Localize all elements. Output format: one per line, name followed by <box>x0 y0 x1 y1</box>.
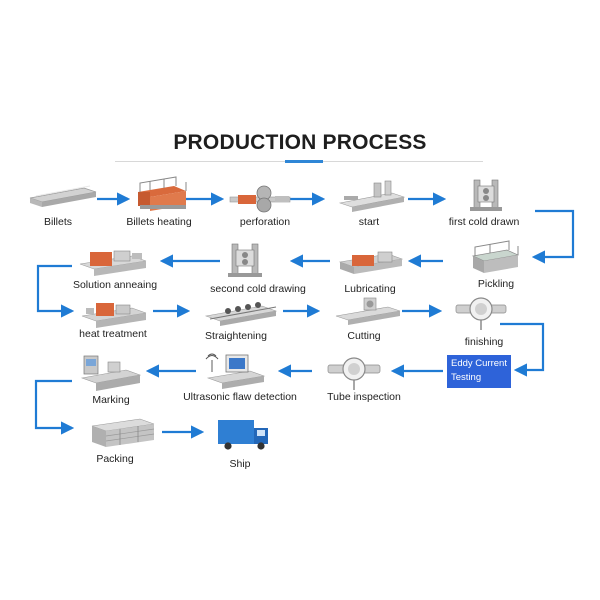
step-label-billets: Billets <box>43 216 73 228</box>
page-title: PRODUCTION PROCESS <box>173 131 427 154</box>
pipe-fitting-icon <box>327 357 381 390</box>
title-accent-bar <box>285 160 323 163</box>
pickling-tank-icon <box>471 240 520 273</box>
annealing-furnace-icon <box>79 250 147 276</box>
step-label-lubricating: Lubricating <box>344 283 396 295</box>
lubricating-tank-icon <box>338 251 404 274</box>
truck-icon <box>218 420 268 450</box>
cold-drawing-press-icon <box>228 243 262 277</box>
pipe-bundle-icon <box>91 418 155 447</box>
cutting-machine-icon <box>335 297 401 325</box>
step-label-marking: Marking <box>92 394 130 406</box>
step-label-second-cold-drawing: second cold drawing <box>210 283 306 295</box>
eddy-current-line-1: Eddy Current <box>451 358 507 369</box>
step-label-tube-inspection: Tube inspection <box>327 391 401 403</box>
heating-furnace-icon <box>138 176 187 211</box>
step-label-heat-treatment: heat treatment <box>79 328 147 340</box>
arrow-annealing-to-heat-treatment <box>36 264 75 318</box>
cold-drawing-press-icon <box>470 179 502 211</box>
start-machine-icon <box>338 180 406 212</box>
arrow-finishing-to-eddy-current <box>500 322 545 377</box>
marking-machine-icon <box>80 355 142 391</box>
eddy-current-testing-box: Eddy Current Testing <box>447 355 511 388</box>
step-label-solution-annealing: Solution anneaing <box>72 279 158 291</box>
billet-bars-icon <box>29 185 97 207</box>
heat-treatment-furnace-icon <box>81 303 147 328</box>
straightening-machine-icon <box>204 302 278 326</box>
piercing-mill-icon <box>229 185 291 213</box>
step-label-perforation: perforation <box>239 216 291 228</box>
eddy-current-line-2: Testing <box>451 372 482 383</box>
step-label-pickling: Pickling <box>477 278 515 290</box>
step-label-cutting: Cutting <box>347 330 381 342</box>
step-label-finishing: finishing <box>464 336 504 348</box>
step-label-first-cold-drawn: first cold drawn <box>448 216 520 228</box>
arrow-first-cold-drawn-to-pickling <box>531 209 575 264</box>
step-label-start: start <box>358 216 380 228</box>
ultrasonic-tester-icon <box>205 353 266 389</box>
step-label-ship: Ship <box>229 458 251 470</box>
step-label-billets-heating: Billets heating <box>126 216 192 228</box>
arrow-marking-to-packing <box>34 379 75 435</box>
step-label-packing: Packing <box>96 453 134 465</box>
step-label-straightening: Straightening <box>205 330 267 342</box>
pipe-fitting-icon <box>455 297 507 330</box>
step-label-ultrasonic-flaw-detection: Ultrasonic flaw detection <box>183 391 297 403</box>
